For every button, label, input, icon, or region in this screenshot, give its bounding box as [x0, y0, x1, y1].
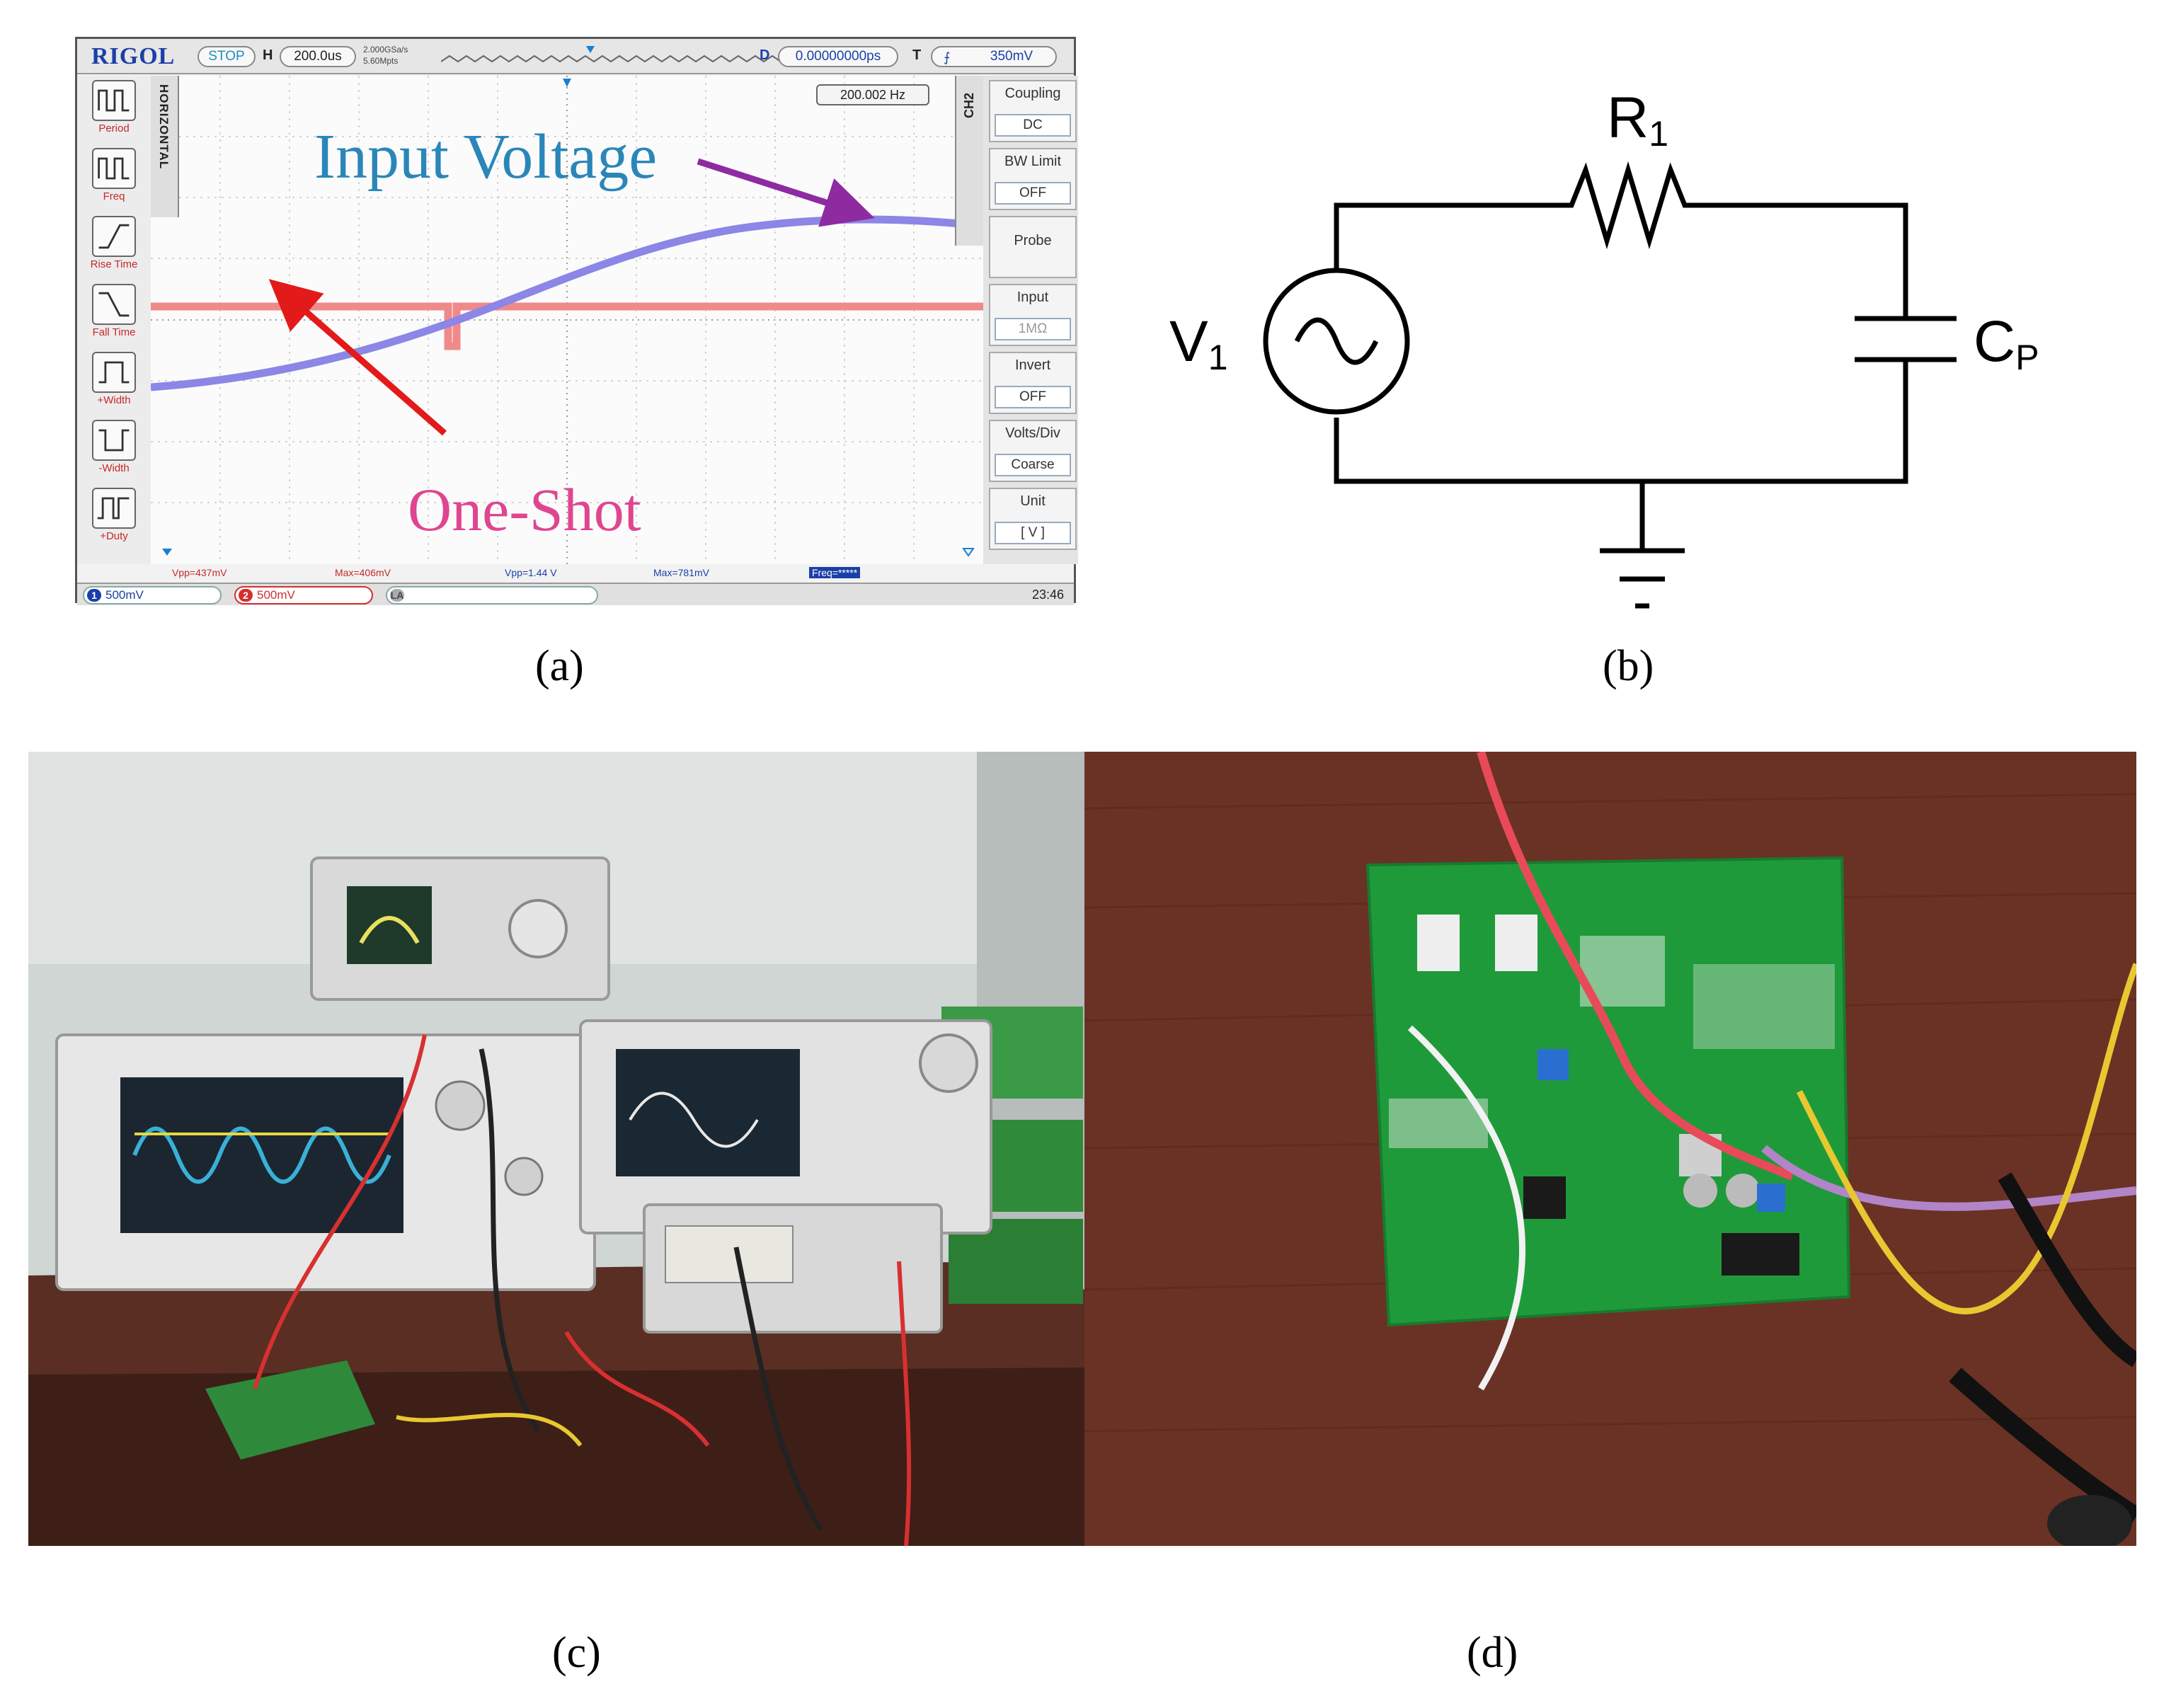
pos-duty-icon [92, 488, 136, 529]
neg-width-icon [92, 420, 136, 461]
cp-label: CP [1974, 309, 2039, 377]
pos-width-icon [92, 352, 136, 393]
trigger-label: T [912, 47, 922, 63]
caption-b: (b) [1603, 642, 1654, 690]
r1-label: R1 [1607, 86, 1669, 154]
one-shot-label: One-Shot [408, 476, 641, 544]
measure-fall-time[interactable]: Fall Time [84, 284, 144, 352]
rise-time-icon [92, 216, 136, 257]
measure-neg-width[interactable]: -Width [84, 420, 144, 488]
menu-unit[interactable]: Unit[ V ] [989, 488, 1077, 550]
memory-depth: 5.60Mpts [363, 56, 399, 66]
la-indicator[interactable]: LA [386, 586, 598, 604]
measure-pos-duty[interactable]: +Duty [84, 488, 144, 556]
trigger-level[interactable]: 350mV [931, 46, 1057, 67]
v1-label: V1 [1169, 309, 1228, 377]
lab-bench-photo [28, 752, 1084, 1546]
one-shot-trace [151, 302, 983, 350]
horizontal-tab[interactable]: HORIZONTAL [151, 76, 179, 217]
waveform-overview [441, 46, 807, 63]
rc-circuit-diagram: R1 V1 CP [1161, 78, 2124, 630]
timebase-label: H [263, 47, 273, 63]
input-voltage-arrow [697, 158, 875, 227]
run-state-badge[interactable]: STOP [197, 46, 256, 67]
lab-bench-illustration [28, 752, 1084, 1546]
ch2-tab[interactable]: CH2 [955, 76, 983, 246]
pcb-photo [1084, 752, 2136, 1546]
measurement-stats: Vpp=437mV Max=406mV Vpp=1.44 V Max=781mV… [151, 564, 983, 583]
delay-label: D [760, 47, 770, 63]
clock: 23:46 [1031, 588, 1064, 602]
annotation-arrows [268, 158, 875, 436]
frequency-counter: 200.002 Hz [816, 84, 929, 105]
brand-logo: RIGOL [91, 43, 176, 69]
measure-period[interactable]: Period [84, 80, 144, 148]
measure-rise-time[interactable]: Rise Time [84, 216, 144, 284]
one-shot-arrow [268, 279, 447, 436]
timebase-value[interactable]: 200.0us [280, 46, 356, 67]
scope-top-bar: RIGOL STOP H 200.0us 2.000GSa/s 5.60Mpts… [77, 39, 1074, 74]
caption-a: (a) [535, 642, 584, 690]
delay-value[interactable]: 0.00000000ps [778, 46, 898, 67]
trigger-position-marker [563, 79, 571, 87]
measure-freq[interactable]: Freq [84, 148, 144, 216]
sample-rate: 2.000GSa/s [363, 45, 408, 55]
input-voltage-label: Input Voltage [314, 122, 658, 192]
fall-time-icon [92, 284, 136, 325]
circuit-schematic [1263, 161, 1957, 609]
period-icon [92, 80, 136, 121]
pcb-illustration [1084, 752, 2136, 1546]
menu-probe[interactable]: Probe [989, 216, 1077, 278]
caption-d: (d) [1467, 1629, 1518, 1677]
measure-pos-width[interactable]: +Width [84, 352, 144, 420]
caption-c: (c) [552, 1629, 601, 1677]
trigger-edge-icon: ⨍ [944, 50, 951, 64]
freq-icon [92, 148, 136, 189]
measure-sidebar: Period Freq Rise Time Fall Time +Width -… [77, 76, 151, 564]
